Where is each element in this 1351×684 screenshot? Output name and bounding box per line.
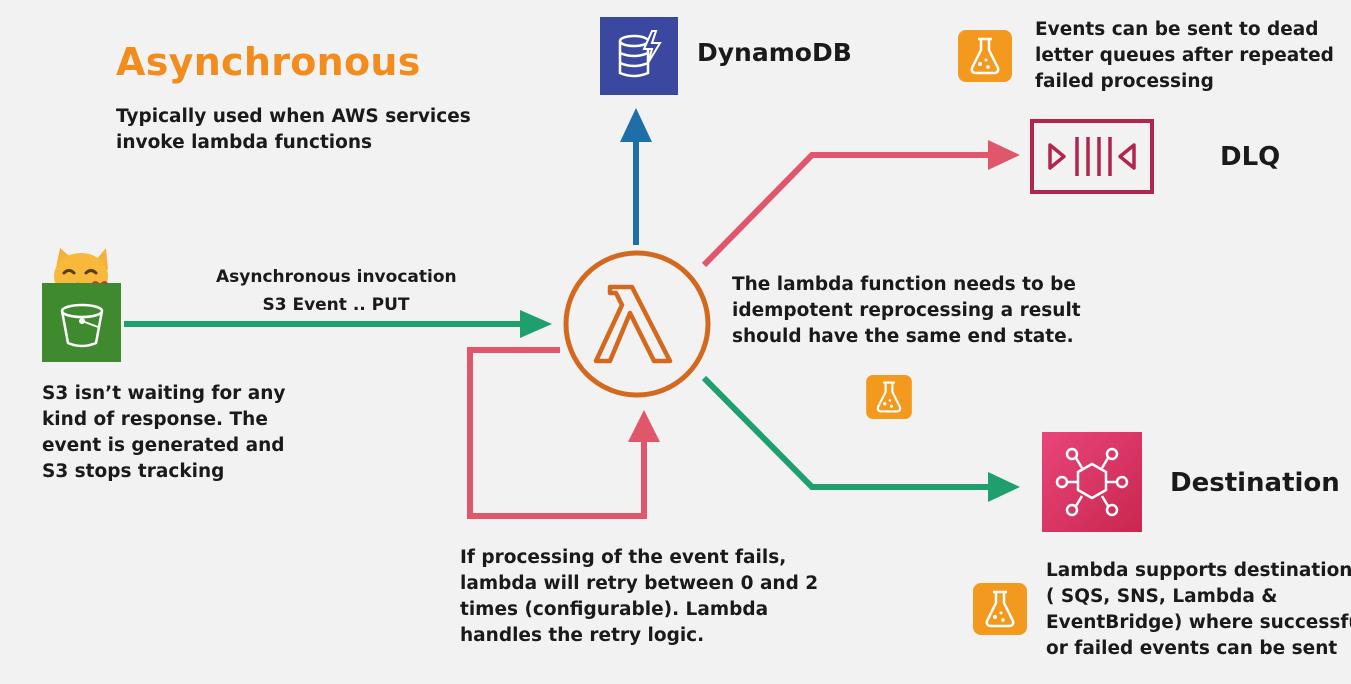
flask-icon <box>866 375 912 419</box>
subtitle: Typically used when AWS services invoke … <box>116 104 471 156</box>
eventbridge-icon <box>1042 432 1142 532</box>
flask-icon <box>973 583 1027 635</box>
dlq-note-line: failed processing <box>1035 71 1214 92</box>
retry-note-line: If processing of the event fails, <box>460 547 787 568</box>
sqs-queue-icon <box>1030 119 1154 194</box>
destinations-note: Lambda supports destinations ( SQS, SNS,… <box>1046 558 1351 662</box>
s3-note-line: event is generated and <box>42 435 285 456</box>
invocation-line-1: Asynchronous invocation <box>216 267 457 287</box>
s3-note-line: kind of response. The <box>42 409 268 430</box>
dynamodb-icon <box>600 17 678 95</box>
dlq-label: DLQ <box>1220 142 1281 172</box>
page-title: Asynchronous <box>116 40 421 84</box>
invocation-line-2: S3 Event .. PUT <box>262 295 410 315</box>
dlq-note-line: letter queues after repeated <box>1035 45 1334 66</box>
s3-note: S3 isn’t waiting for any kind of respons… <box>42 381 285 485</box>
idempotent-note-line: idempotent reprocessing a result <box>732 300 1081 321</box>
lambda-icon <box>560 247 714 401</box>
dlq-note-line: Events can be sent to dead <box>1035 19 1319 40</box>
destinations-note-line: Lambda supports destinations <box>1046 560 1351 581</box>
lambda-to-dynamodb-arrow <box>620 108 652 245</box>
destinations-note-line: or failed events can be sent <box>1046 638 1338 659</box>
retry-note-line: times (configurable). Lambda <box>460 599 769 620</box>
s3-bucket-icon <box>42 283 121 362</box>
idempotent-note-line: should have the same end state. <box>732 326 1074 347</box>
dlq-note: Events can be sent to dead letter queues… <box>1035 17 1334 95</box>
subtitle-line: invoke lambda functions <box>116 132 373 153</box>
invocation-label: Asynchronous invocation S3 Event .. PUT <box>216 263 457 319</box>
flask-icon <box>958 30 1012 82</box>
destinations-note-line: EventBridge) where successful <box>1046 612 1351 633</box>
destinations-note-line: ( SQS, SNS, Lambda & <box>1046 586 1278 607</box>
retry-note-line: lambda will retry between 0 and 2 <box>460 573 819 594</box>
retry-loop-arrow <box>467 347 660 519</box>
subtitle-line: Typically used when AWS services <box>116 106 471 127</box>
dynamodb-label: DynamoDB <box>697 38 852 67</box>
retry-note-line: handles the retry logic. <box>460 625 705 646</box>
retry-note: If processing of the event fails, lambda… <box>460 545 818 649</box>
s3-to-lambda-arrow <box>124 310 552 338</box>
destination-label: Destination <box>1170 468 1340 498</box>
s3-note-line: S3 isn’t waiting for any <box>42 383 286 404</box>
idempotent-note: The lambda function needs to be idempote… <box>732 272 1081 350</box>
idempotent-note-line: The lambda function needs to be <box>732 274 1076 295</box>
lambda-to-destination-arrow <box>701 375 1020 502</box>
lambda-to-dlq-arrow <box>701 140 1020 268</box>
s3-note-line: S3 stops tracking <box>42 461 225 482</box>
